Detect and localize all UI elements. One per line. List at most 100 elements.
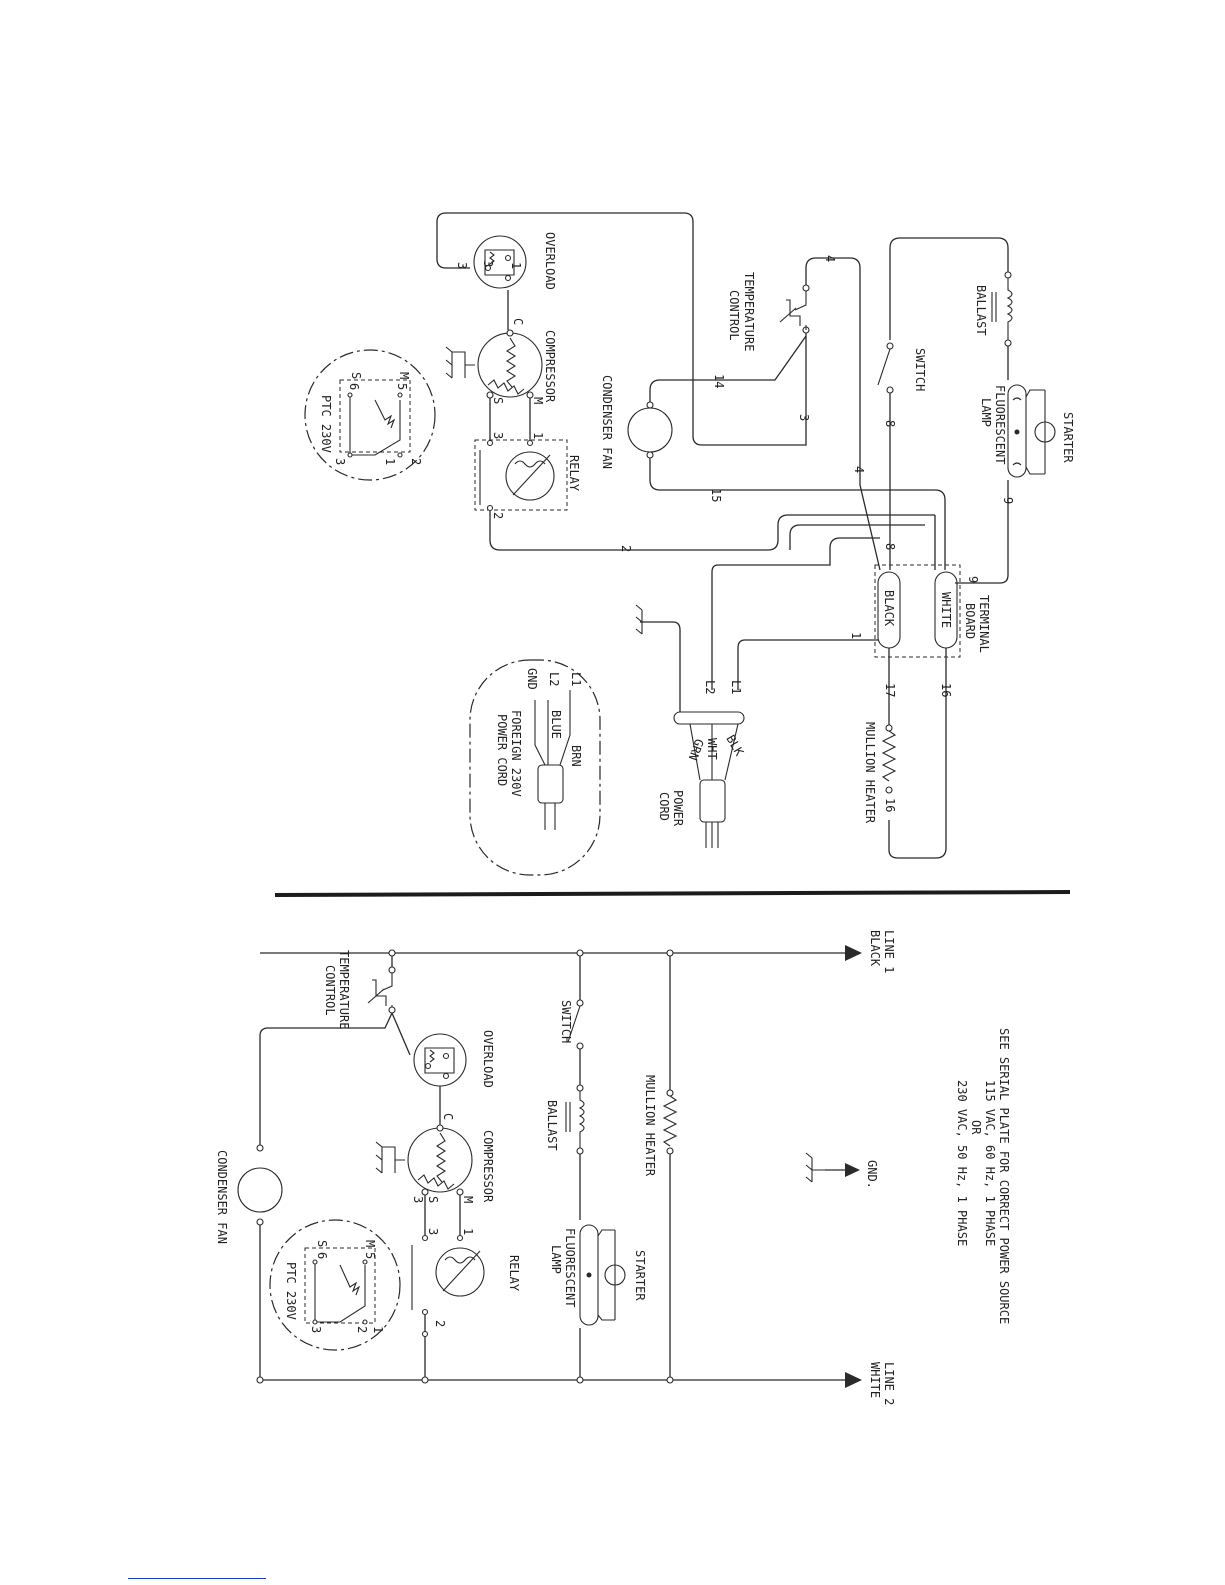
cord-wht: WHT [705, 738, 719, 760]
ptc-bottom-pin-5: 5 [363, 1252, 377, 1259]
ptc-bottom-pin-3: 3 [309, 1326, 323, 1333]
mullion-heater-label: MULLION HEATER [863, 722, 877, 824]
compressor-label: COMPRESSOR [543, 330, 557, 403]
line1-arrow-icon [845, 945, 862, 961]
line2-label-1: LINE 2 [882, 1362, 896, 1405]
line1-label-1: LINE 1 [882, 930, 896, 973]
wire-8-num-a: 8 [883, 420, 897, 427]
overload-pin-1: 1 [509, 262, 523, 269]
overload-pin-3b: 3 [481, 260, 495, 267]
wire-3-num: 3 [797, 414, 811, 421]
cord-blk: BLK [723, 733, 746, 759]
fluorescent-label-1: FLUORESCENT [993, 385, 1007, 464]
ballast: BALLAST [974, 271, 1013, 347]
wire-16-num-a: 16 [939, 683, 953, 697]
cord-ground-icon [635, 604, 643, 635]
sch-mullion-label: MULLION HEATER [643, 1075, 657, 1177]
sch-ballast-label: BALLAST [545, 1100, 559, 1151]
fluorescent-label-2: LAMP [979, 398, 993, 427]
terminal-board: BLACK WHITE TERMINAL BOARD [874, 564, 991, 658]
fluorescent-lamp: FLUORESCENT LAMP STARTER [979, 384, 1075, 478]
wire-8-num-b: 8 [883, 543, 897, 550]
sch-relay-pin-1: 1 [461, 1228, 475, 1235]
note-line-3: OR [969, 1120, 983, 1135]
mullion-heater: MULLION HEATER [863, 722, 897, 824]
wire-15 [649, 458, 946, 570]
ptc-top-label: PTC 230V [319, 395, 333, 453]
ptc-top-pin-6: 6 [347, 383, 361, 390]
sch-overload-label: OVERLOAD [481, 1030, 495, 1088]
sch-switch-symbol [567, 1005, 581, 1043]
foreign-l1: L1 [569, 672, 583, 686]
line1-label-2: BLACK [868, 930, 882, 967]
sch-compressor-pin-m: M [461, 1196, 475, 1203]
ptc-bottom-pin-1: 1 [371, 1326, 385, 1333]
sch-compressor-pin-3: 3 [411, 1196, 425, 1203]
cord-l2: L2 [703, 680, 717, 694]
wire-4-num-a: 4 [823, 255, 837, 262]
relay-pin-1: 1 [531, 432, 545, 439]
condenser-fan: CONDENSER FAN [600, 375, 673, 469]
overload-label: OVERLOAD [543, 232, 557, 290]
wire-1 [737, 639, 878, 690]
ballast-label: BALLAST [974, 285, 988, 336]
sch-temp-label-2: CONTROL [323, 965, 337, 1016]
wire-2 [489, 511, 935, 551]
relay: RELAY 3 1 2 [474, 432, 581, 519]
ptc-bottom-pin-s: S [315, 1240, 329, 1247]
sch-condenser-label: CONDENSER FAN [215, 1150, 229, 1244]
sch-ballast-symbol [565, 1091, 585, 1148]
foreign-gnd: GND [525, 668, 539, 690]
note-line-2: 115 VAC, 60 Hz, 1 PHASE [983, 1080, 997, 1246]
temperature-control: TEMPERATURE CONTROL [727, 272, 810, 351]
temp-control-label-2: CONTROL [727, 290, 741, 341]
ptc-top-pin-5: 5 [395, 383, 409, 390]
wire-17-num: 17 [883, 683, 897, 697]
sch-compressor: COMPRESSOR C S M 3 [407, 1113, 495, 1203]
switch: SWITCH [877, 342, 927, 394]
power-cord-label-1: POWER [671, 790, 685, 827]
cord-grn: GRN [686, 737, 707, 762]
sch-temp-label-1: TEMPERATURE [337, 950, 351, 1029]
ptc-bottom-pin-6: 6 [315, 1252, 329, 1259]
ptc-top-pin-2: 2 [409, 458, 423, 465]
ptc-bottom-pin-m: M [363, 1240, 377, 1247]
temp-control-label-1: TEMPERATURE [742, 272, 756, 351]
switch-label: SWITCH [913, 348, 927, 391]
wire-2-num: 2 [619, 545, 633, 552]
sch-starter-label: STARTER [633, 1250, 647, 1301]
sch-overload: OVERLOAD [413, 1030, 495, 1088]
wire-lamp-loop [889, 237, 1009, 340]
sch-fluorescent-lamp: FLUORESCENT LAMP STARTER [549, 1224, 647, 1326]
terminal-board-label-2: BOARD [963, 603, 977, 639]
sch-compressor-label: COMPRESSOR [481, 1130, 495, 1203]
sch-compressor-ground-icon [375, 1141, 405, 1174]
foreign-l2: L2 [547, 672, 561, 686]
starter-label: STARTER [1061, 412, 1075, 463]
gnd-arrow-icon [845, 1163, 860, 1177]
sch-switch-label: SWITCH [559, 1000, 573, 1043]
wire-15-num: 15 [709, 488, 723, 502]
ptc-bottom-label: PTC 230V [284, 1262, 298, 1320]
compressor-pin-c: C [511, 318, 525, 325]
line2-label-2: WHITE [868, 1362, 882, 1398]
footer-underline [128, 1578, 266, 1579]
section-divider [274, 890, 1071, 897]
wire-4-num-b: 4 [852, 466, 866, 473]
terminal-white-label: WHITE [939, 592, 953, 628]
compressor-ground-icon [445, 346, 475, 379]
sch-compressor-pin-s: S [426, 1196, 440, 1203]
condenser-fan-label: CONDENSER FAN [600, 375, 614, 469]
compressor-pin-s: S [491, 397, 505, 404]
sch-relay-pin-3: 3 [426, 1228, 440, 1235]
terminal-board-label-1: TERMINAL [977, 595, 991, 653]
sch-condenser-fan: CONDENSER FAN [215, 1144, 283, 1244]
ptc-top-pin-s: S [349, 372, 363, 379]
ptc-top-pin-3: 3 [333, 458, 347, 465]
pictorial-wiring: TEMPERATURE CONTROL 4 4 3 14 CONDENSER F… [304, 212, 1075, 876]
wire-16-num-b: 16 [883, 798, 897, 812]
relay-label: RELAY [567, 455, 581, 492]
foreign-title-1: FOREIGN 230V [509, 710, 523, 797]
overload: OVERLOAD 3 3 1 [455, 232, 557, 290]
